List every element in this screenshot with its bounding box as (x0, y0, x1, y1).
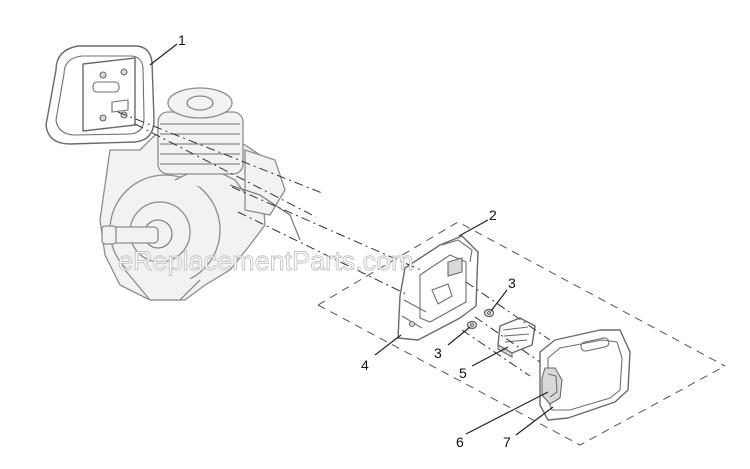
engine-body (99, 134, 266, 301)
callout-2: 2 (489, 207, 497, 223)
callout-5: 5 (459, 365, 467, 381)
part-2-air-filter-base (397, 235, 479, 341)
part-3-washer-upper (483, 308, 495, 318)
callout-1: 1 (178, 32, 186, 48)
watermark-text: eReplacementParts.com (118, 246, 414, 276)
callout-7: 7 (503, 434, 511, 450)
alignment-lines (117, 111, 551, 377)
callout-3-lower: 3 (434, 345, 442, 361)
callout-6: 6 (456, 434, 464, 450)
callout-4: 4 (361, 357, 369, 373)
callouts: 1 2 3 3 4 5 6 7 (178, 32, 516, 450)
part-7-air-filter-cover (539, 329, 631, 421)
leader-lines (149, 43, 554, 436)
callout-3-upper: 3 (508, 275, 516, 291)
part-1-muffler-cover (45, 45, 155, 145)
part-6-cover-knob (541, 367, 563, 405)
part-5-air-filter-element (497, 317, 536, 358)
assembly-box (317, 221, 726, 446)
